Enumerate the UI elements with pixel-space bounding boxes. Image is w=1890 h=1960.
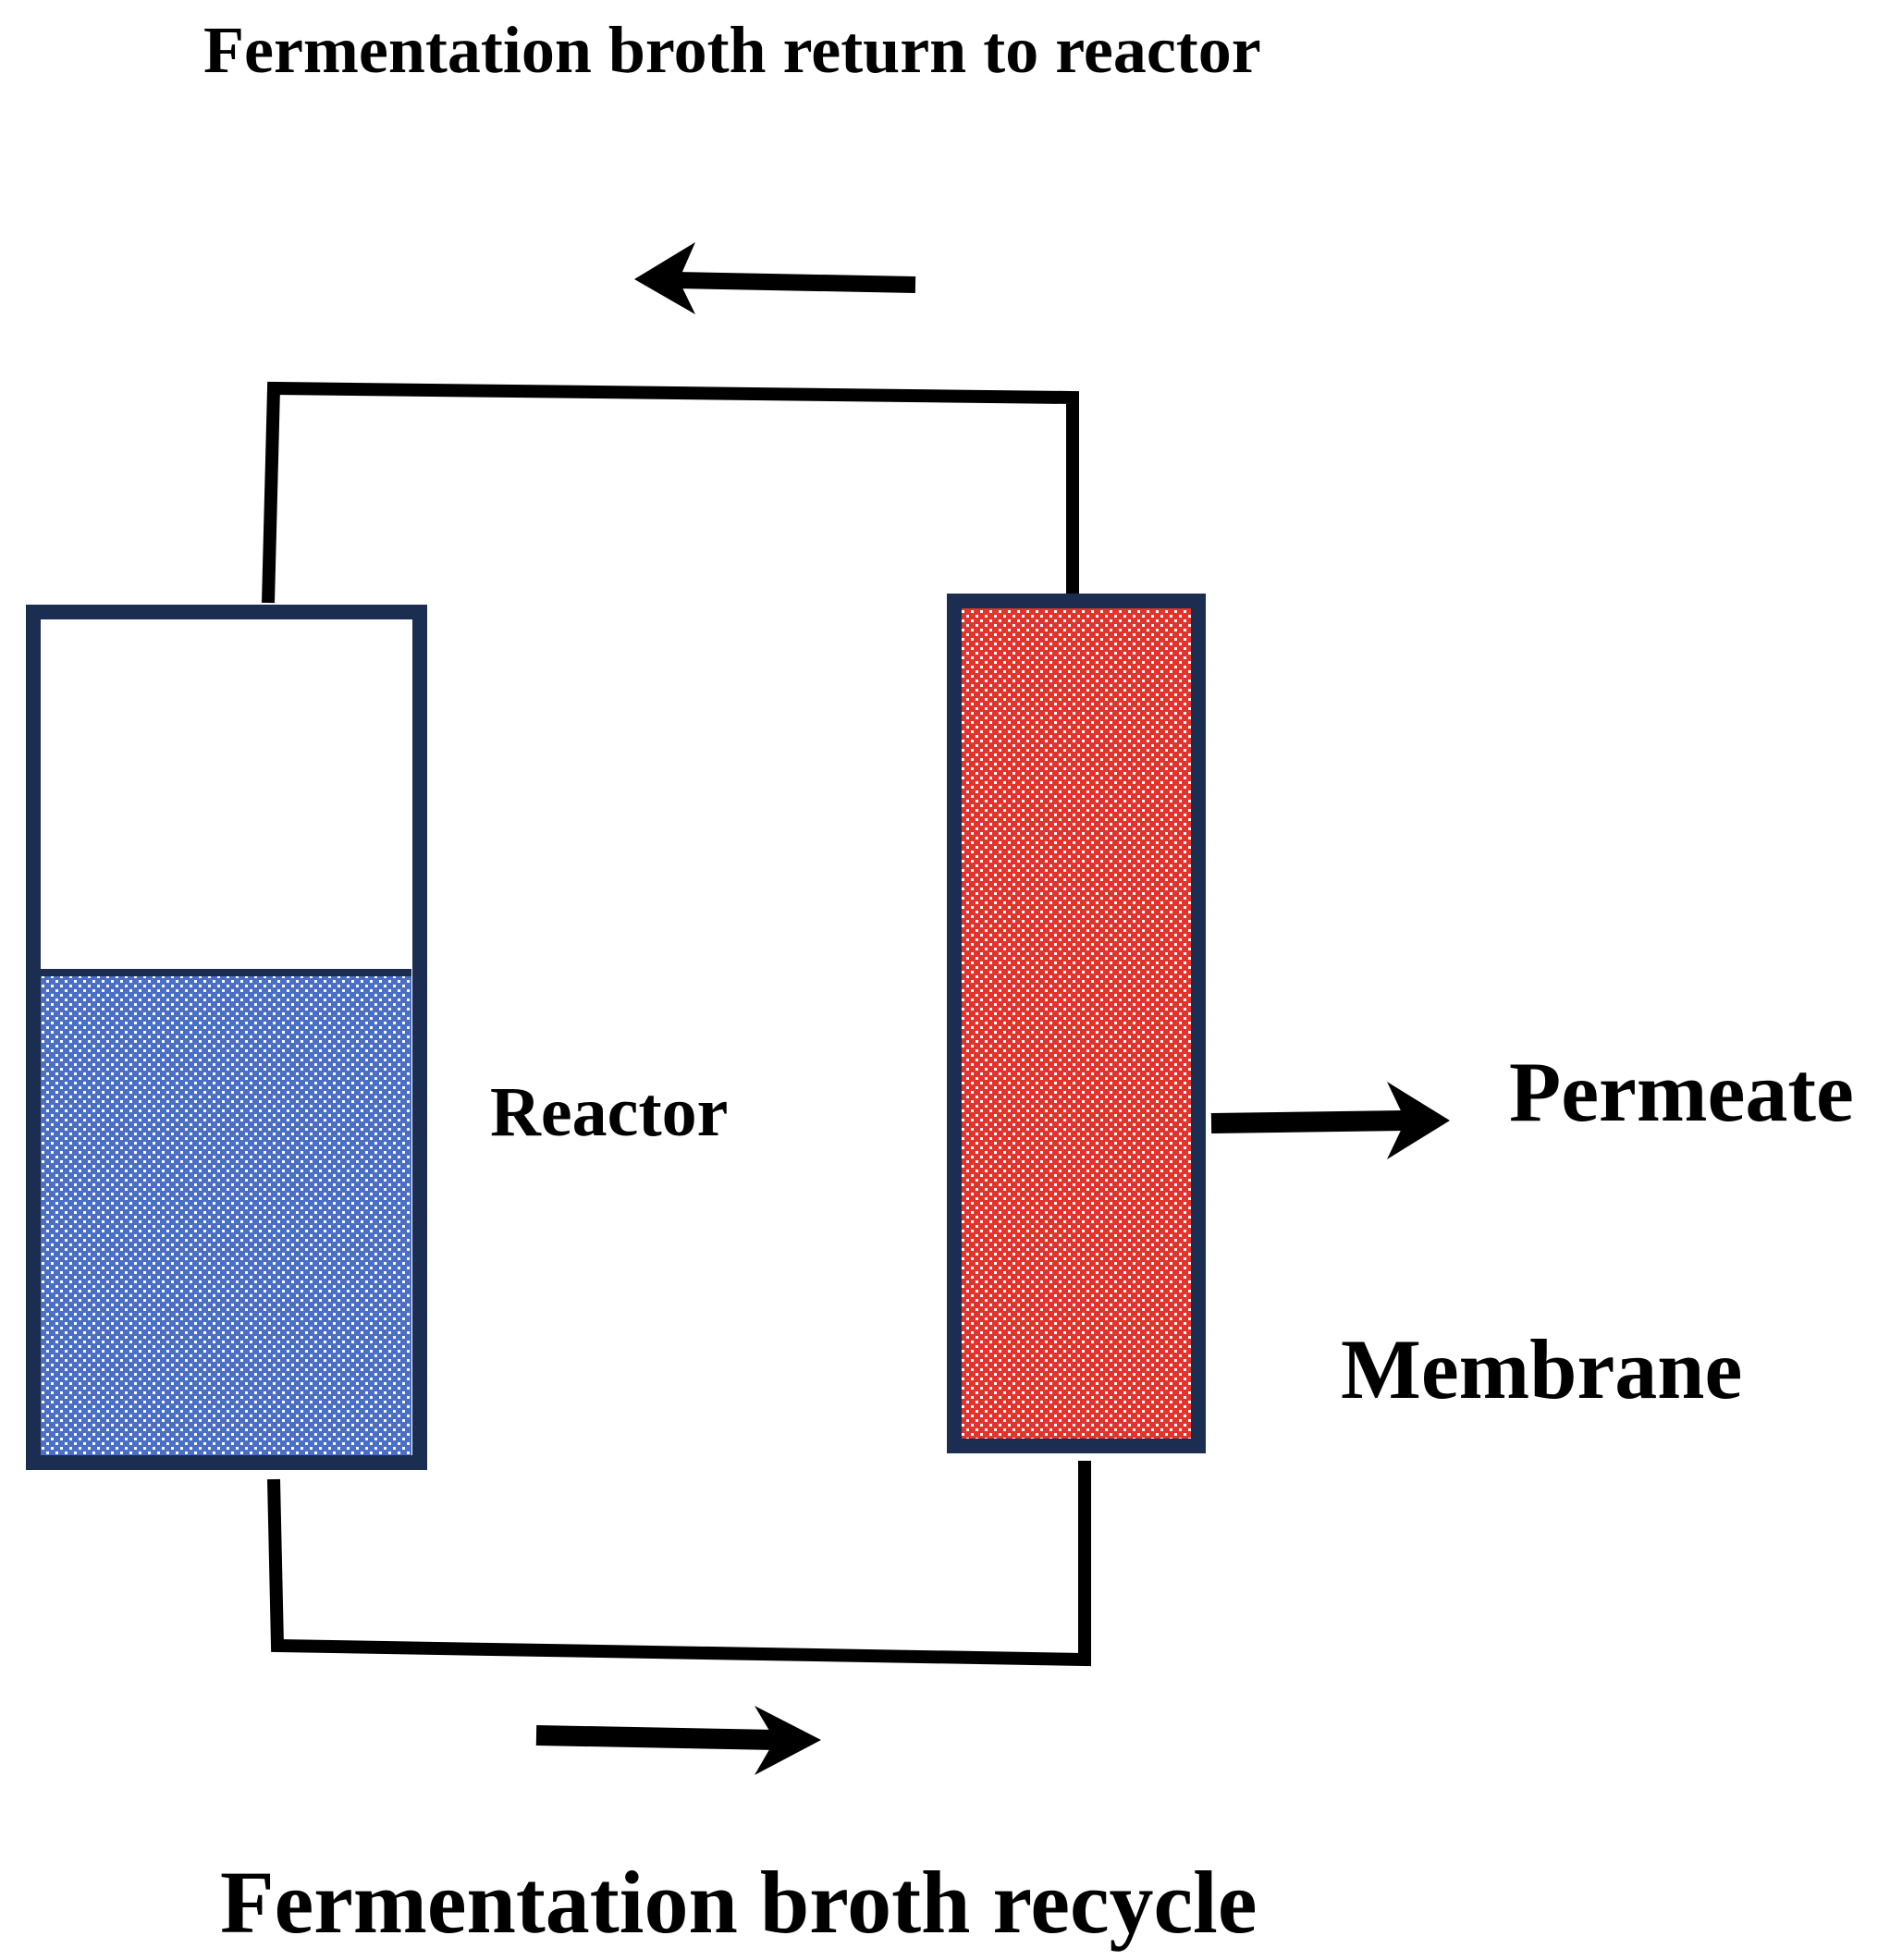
bottom-flow-label: Fermentation broth recycle — [220, 1853, 1257, 1952]
reactor-liquid — [37, 973, 411, 1456]
membrane-fill — [960, 606, 1193, 1440]
recycle-arrow-icon — [535, 1706, 821, 1775]
membrane-label: Membrane — [1341, 1322, 1742, 1416]
membrane-outline — [947, 594, 1206, 1453]
permeate-arrow-icon — [1210, 1082, 1450, 1159]
return-pipe — [262, 381, 1079, 604]
reactor-label: Reactor — [490, 1073, 728, 1151]
reactor-vessel — [26, 605, 427, 1470]
recycle-pipe — [267, 1461, 1091, 1667]
reactor-outline — [26, 605, 427, 1470]
membrane-module — [947, 594, 1206, 1453]
top-flow-label: Fermentation broth return to reactor — [203, 13, 1261, 87]
permeate-label: Permeate — [1509, 1045, 1854, 1139]
return-arrow-icon — [634, 242, 916, 314]
